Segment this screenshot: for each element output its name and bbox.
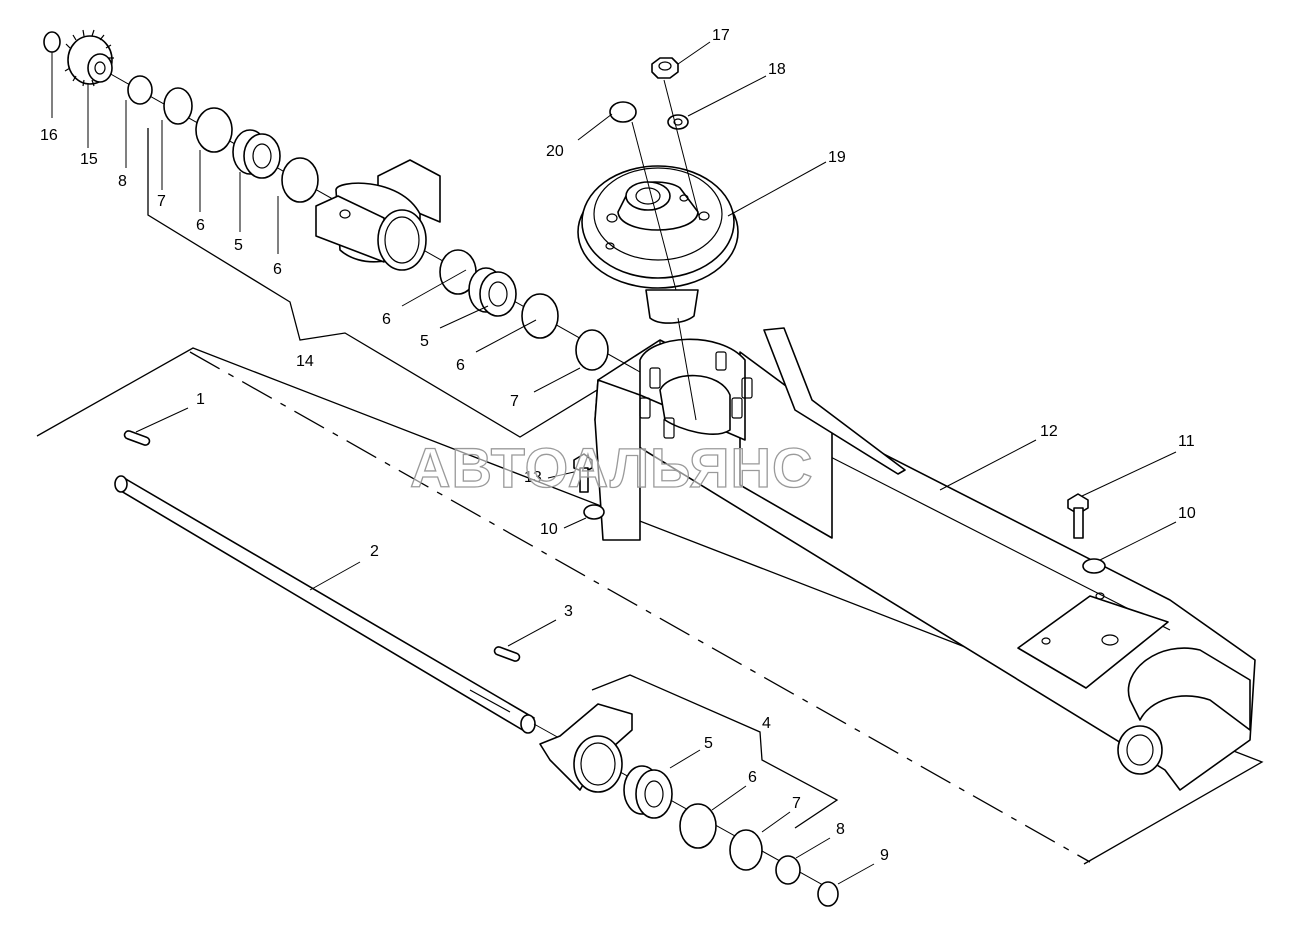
washer-part-10 bbox=[583, 504, 605, 520]
pillow-block-part-4 bbox=[539, 703, 633, 793]
callout-7-b: 7 bbox=[510, 393, 519, 410]
callout-20: 20 bbox=[546, 143, 564, 160]
key-part-1 bbox=[123, 430, 151, 446]
callout-15: 15 bbox=[80, 151, 98, 168]
retaining-ring-part-7-b bbox=[575, 329, 609, 371]
shim-part-6 bbox=[195, 107, 233, 153]
bearing-housing-block bbox=[315, 159, 441, 271]
callout-16: 16 bbox=[40, 127, 58, 144]
callout-12: 12 bbox=[1040, 423, 1058, 440]
bolt-part-13 bbox=[573, 453, 593, 493]
callout-19: 19 bbox=[828, 149, 846, 166]
assembly-bracket-main bbox=[36, 347, 1264, 865]
washer-part-10-b bbox=[1082, 558, 1106, 574]
ring-part-8 bbox=[127, 75, 153, 105]
gear-part-15 bbox=[64, 29, 114, 87]
callout-10: 10 bbox=[540, 521, 558, 538]
bearing-part-5 bbox=[232, 129, 281, 179]
callout-7: 7 bbox=[157, 193, 166, 210]
callout-18: 18 bbox=[768, 61, 786, 78]
key-part-3 bbox=[493, 646, 521, 662]
callout-7-c: 7 bbox=[792, 795, 801, 812]
shim-part-6-e bbox=[679, 803, 717, 849]
callout-14: 14 bbox=[296, 353, 314, 370]
centerline-dash bbox=[189, 351, 1091, 863]
nut-part-17 bbox=[651, 57, 679, 79]
callout-4: 4 bbox=[762, 715, 771, 732]
callout-labels: 16 15 8 7 6 5 6 6 5 6 7 14 20 17 18 19 1… bbox=[40, 27, 1196, 864]
swing-arm-part-12 bbox=[594, 327, 1256, 791]
callout-13: 13 bbox=[524, 469, 542, 486]
callout-6-b: 6 bbox=[273, 261, 282, 278]
callout-8-b: 8 bbox=[836, 821, 845, 838]
assembly-bracket-4 bbox=[591, 674, 839, 829]
ring-part-8-b bbox=[775, 855, 801, 885]
callout-6-c: 6 bbox=[382, 311, 391, 328]
bearing-part-5-b bbox=[468, 267, 517, 317]
callout-8: 8 bbox=[118, 173, 127, 190]
o-ring-part-20 bbox=[609, 101, 637, 123]
callout-5-b: 5 bbox=[420, 333, 429, 350]
callout-9: 9 bbox=[880, 847, 889, 864]
retaining-ring-part-7 bbox=[163, 87, 193, 125]
shaft-part-2 bbox=[114, 475, 536, 734]
watermark-text: АВТОАЛЬЯНС bbox=[410, 436, 813, 499]
callout-3: 3 bbox=[564, 603, 573, 620]
assembly-bracket-14 bbox=[147, 128, 631, 438]
callout-17: 17 bbox=[712, 27, 730, 44]
leader-lines bbox=[51, 41, 1177, 885]
callout-2: 2 bbox=[370, 543, 379, 560]
retaining-ring-part-9 bbox=[817, 881, 839, 907]
callout-1: 1 bbox=[196, 391, 205, 408]
callout-11: 11 bbox=[1178, 433, 1195, 450]
bolt-part-11 bbox=[1067, 493, 1089, 539]
callout-5-c: 5 bbox=[704, 735, 713, 752]
callout-5: 5 bbox=[234, 237, 243, 254]
shim-part-6-b bbox=[281, 157, 319, 203]
housing-part-19 bbox=[577, 165, 739, 324]
callout-10-b: 10 bbox=[1178, 505, 1196, 522]
retaining-ring-part-16 bbox=[43, 31, 61, 53]
callout-6-d: 6 bbox=[456, 357, 465, 374]
callout-6: 6 bbox=[196, 217, 205, 234]
bearing-part-5-c bbox=[623, 765, 673, 819]
retaining-ring-part-7-c bbox=[729, 829, 763, 871]
washer-part-18 bbox=[667, 114, 689, 130]
shim-part-6-d bbox=[521, 293, 559, 339]
callout-6-e: 6 bbox=[748, 769, 757, 786]
